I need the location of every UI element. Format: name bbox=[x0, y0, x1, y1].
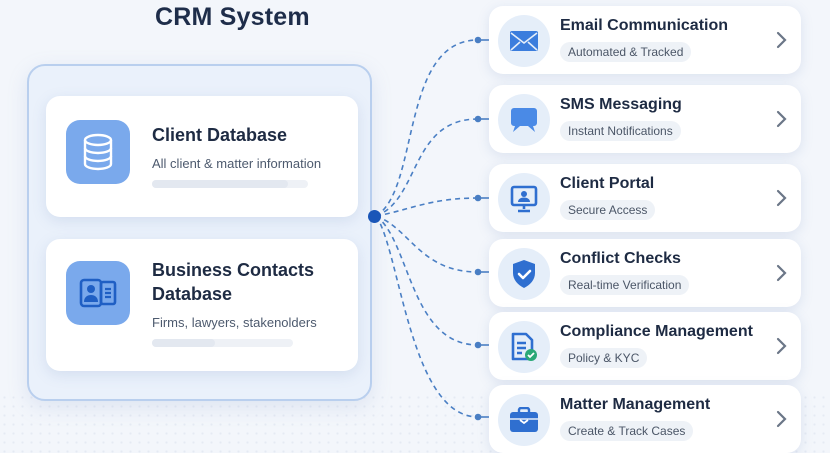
feature-card-compliance[interactable]: Compliance Management Policy & KYC bbox=[489, 312, 801, 380]
feature-card-portal[interactable]: Client Portal Secure Access bbox=[489, 164, 801, 232]
chevron-right-icon[interactable] bbox=[775, 407, 789, 431]
chevron-right-icon[interactable] bbox=[775, 334, 789, 358]
envelope-icon bbox=[498, 15, 550, 67]
link-compliance bbox=[375, 215, 479, 346]
feature-title: SMS Messaging bbox=[560, 96, 682, 113]
chevron-right-icon[interactable] bbox=[775, 186, 789, 210]
feature-card-email[interactable]: Email Communication Automated & Tracked bbox=[489, 6, 801, 74]
feature-title: Compliance Management bbox=[560, 323, 753, 340]
feature-title: Client Portal bbox=[560, 175, 655, 192]
client-database-card[interactable]: Client Database All client & matter info… bbox=[46, 96, 358, 217]
db-progress-fill bbox=[152, 180, 288, 188]
document-check-icon bbox=[498, 321, 550, 373]
feature-tag: Secure Access bbox=[560, 200, 656, 220]
feature-title: Email Communication bbox=[560, 17, 729, 34]
feature-tag: Instant Notifications bbox=[560, 121, 681, 141]
contact-card-icon bbox=[66, 261, 130, 325]
chat-bubble-icon bbox=[498, 94, 550, 146]
feature-tag: Automated & Tracked bbox=[560, 42, 692, 62]
chevron-right-icon[interactable] bbox=[775, 28, 789, 52]
db-title: Client Database bbox=[152, 125, 288, 145]
page-title: CRM System bbox=[155, 3, 310, 31]
hub-node bbox=[368, 210, 381, 223]
feature-tag: Policy & KYC bbox=[560, 348, 648, 368]
monitor-user-icon bbox=[498, 173, 550, 225]
database-icon bbox=[66, 120, 130, 184]
db-progress-bar bbox=[152, 339, 293, 347]
feature-title: Matter Management bbox=[560, 396, 711, 413]
feature-tag: Create & Track Cases bbox=[560, 421, 694, 441]
feature-card-sms[interactable]: SMS Messaging Instant Notifications bbox=[489, 85, 801, 153]
chevron-right-icon[interactable] bbox=[775, 107, 789, 131]
db-progress-bar bbox=[152, 180, 308, 188]
feature-card-matter[interactable]: Matter Management Create & Track Cases bbox=[489, 385, 801, 453]
link-matter bbox=[375, 215, 479, 418]
link-conflict bbox=[375, 215, 479, 273]
business-contacts-database-card[interactable]: Business Contacts Database Firms, lawyer… bbox=[46, 239, 358, 371]
chevron-right-icon[interactable] bbox=[775, 261, 789, 285]
link-portal bbox=[375, 197, 479, 217]
feature-tag: Real-time Verification bbox=[560, 275, 690, 295]
briefcase-icon bbox=[498, 394, 550, 446]
feature-card-conflict[interactable]: Conflict Checks Real-time Verification bbox=[489, 239, 801, 307]
db-progress-fill bbox=[152, 339, 216, 347]
db-subtitle: Firms, lawyers, stakenolders bbox=[152, 315, 317, 330]
link-sms bbox=[375, 118, 479, 217]
feature-title: Conflict Checks bbox=[560, 250, 681, 267]
db-subtitle: All client & matter information bbox=[152, 156, 322, 171]
shield-check-icon bbox=[498, 248, 550, 300]
db-title: Business Contacts Database bbox=[152, 260, 315, 304]
link-email bbox=[375, 39, 479, 217]
